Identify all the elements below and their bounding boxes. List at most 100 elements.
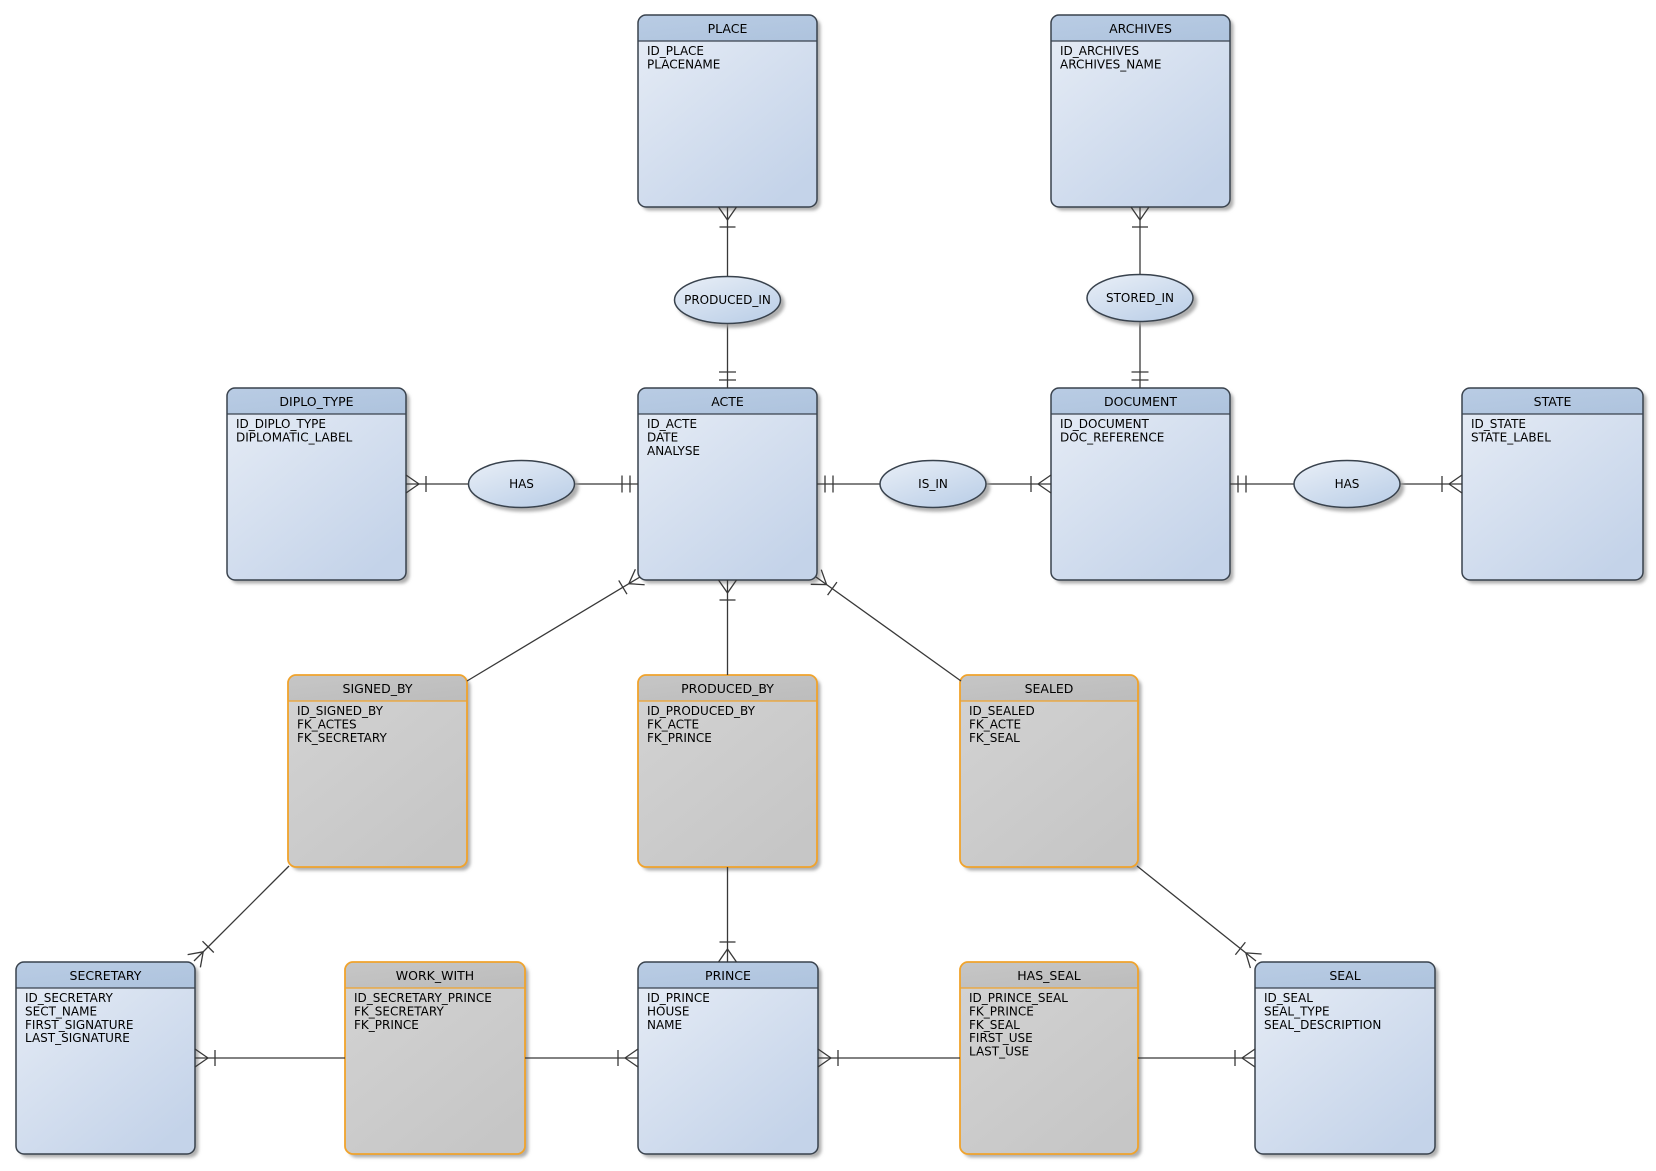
entity-produced-by[interactable]: PRODUCED_BYID_PRODUCED_BYFK_ACTEFK_PRINC… (637, 674, 818, 868)
entity-title: DOCUMENT (1104, 394, 1177, 409)
entity-attribute: ID_SECRETARY (25, 991, 113, 1005)
entity-attribute: FIRST_USE (969, 1031, 1033, 1045)
connector-acte-signed_by[interactable] (466, 569, 645, 682)
relationship-has-state[interactable]: HAS (1293, 459, 1401, 509)
connector-decoration (1241, 1057, 1256, 1068)
connector-acte-sealed[interactable] (810, 569, 962, 682)
relationship-produced-in[interactable]: PRODUCED_IN (673, 275, 782, 325)
entity-attribute: SEAL_TYPE (1264, 1004, 1330, 1018)
entity-title: SECRETARY (70, 968, 142, 983)
entity-attribute: LAST_SIGNATURE (25, 1031, 130, 1045)
entity-header (16, 962, 195, 988)
connector-signed_by-secretary[interactable] (187, 865, 290, 968)
entity-title: WORK_WITH (396, 968, 474, 983)
connector-is_in-document[interactable] (986, 474, 1052, 494)
connector-archives-stored_in[interactable] (1130, 206, 1150, 275)
connector-work_with-prince[interactable] (525, 1048, 639, 1068)
connector-decoration (1130, 206, 1141, 221)
connector-has-acte[interactable] (574, 475, 639, 493)
connector-decoration (1245, 952, 1252, 969)
entity-attribute: FK_ACTE (647, 717, 699, 731)
connector-document-has[interactable] (1230, 475, 1294, 493)
entity-attribute: STATE_LABEL (1471, 430, 1551, 444)
entity-attribute: FK_SECRETARY (354, 1004, 444, 1018)
entity-attribute: NAME (647, 1018, 682, 1032)
connector-place-produced_in[interactable] (717, 206, 738, 277)
connector-prince-has_seal[interactable] (817, 1048, 960, 1068)
entity-attribute: FK_PRINCE (354, 1018, 419, 1032)
connector-decoration (827, 581, 838, 596)
entity-title: ACTE (711, 394, 744, 409)
entity-header (638, 675, 817, 701)
connector-acte-produced_by[interactable] (717, 579, 738, 675)
relationship-label: PRODUCED_IN (684, 293, 771, 307)
connector-decoration (405, 474, 420, 485)
connector-sealed-seal[interactable] (1136, 865, 1262, 969)
connector-secretary-work_with[interactable] (194, 1048, 345, 1068)
entity-header (1051, 388, 1230, 414)
connector-decoration (1234, 941, 1246, 956)
entity-attribute: ID_PLACE (647, 44, 704, 58)
entity-body (1051, 388, 1230, 580)
entity-body (638, 962, 818, 1154)
entity-signed-by[interactable]: SIGNED_BYID_SIGNED_BYFK_ACTESFK_SECRETAR… (287, 674, 468, 868)
entity-has-seal[interactable]: HAS_SEALID_PRINCE_SEALFK_PRINCEFK_SEALFI… (959, 961, 1139, 1155)
entity-attribute: ID_SECRETARY_PRINCE (354, 991, 492, 1005)
entity-work-with[interactable]: WORK_WITH ID_SECRETARY_PRINCEFK_SECRETARY… (344, 961, 526, 1155)
connector-produced_in-acte[interactable] (719, 323, 736, 389)
connector-decoration (187, 951, 204, 956)
entity-attribute: DOC_REFERENCE (1060, 430, 1164, 444)
entity-attribute: ID_SEAL (1264, 991, 1313, 1005)
connector-decoration (1245, 952, 1262, 955)
connector-has-state[interactable] (1400, 474, 1463, 494)
connector-stored_in-document[interactable] (1131, 321, 1149, 389)
entity-attribute: ARCHIVES_NAME (1060, 57, 1161, 71)
entity-attribute: SEAL_DESCRIPTION (1264, 1018, 1381, 1032)
entity-attribute: FK_PRINCE (969, 1004, 1034, 1018)
entity-attribute: DIPLOMATIC_LABEL (236, 430, 353, 444)
connector-decoration (1241, 1048, 1256, 1059)
entity-header (638, 388, 817, 414)
entity-outline (287, 674, 468, 868)
entity-attribute: ID_DIPLO_TYPE (236, 417, 326, 431)
entity-body (638, 15, 817, 207)
entity-attribute: FK_SEAL (969, 731, 1020, 745)
relationship-is-in[interactable]: IS_IN (879, 459, 987, 509)
connector-decoration (1037, 474, 1052, 485)
connector-decoration (817, 1057, 832, 1068)
entity-body (960, 675, 1138, 867)
connector-decoration (717, 948, 729, 963)
relationship-oval (1293, 459, 1401, 509)
connector-diplo_type-has[interactable] (405, 474, 469, 494)
connector-acte-is_in[interactable] (817, 475, 880, 493)
entity-header (345, 962, 525, 988)
relationship-has-diplo[interactable]: HAS (467, 459, 576, 509)
connector-decoration (717, 579, 729, 594)
connector-decoration (199, 951, 204, 968)
connector-has_seal-seal[interactable] (1138, 1048, 1256, 1068)
entity-attribute: ID_PRINCE (647, 991, 710, 1005)
connector-decoration (628, 569, 636, 584)
entity-secretary[interactable]: SECRETARYID_SECRETARYSECT_NAMEFIRST_SIGN… (15, 961, 196, 1155)
connector-line (1136, 865, 1257, 962)
entity-title: PRODUCED_BY (681, 681, 774, 696)
relationship-stored-in[interactable]: STORED_IN (1086, 273, 1194, 323)
connector-decoration (618, 580, 628, 595)
connector-produced_by-prince[interactable] (717, 867, 738, 963)
connector-decoration (726, 579, 738, 594)
connector-decoration (624, 1057, 639, 1068)
relationship-oval (467, 459, 576, 509)
connector-line (193, 865, 290, 962)
entity-body (1462, 388, 1643, 580)
entity-attribute: ID_PRINCE_SEAL (969, 991, 1068, 1005)
